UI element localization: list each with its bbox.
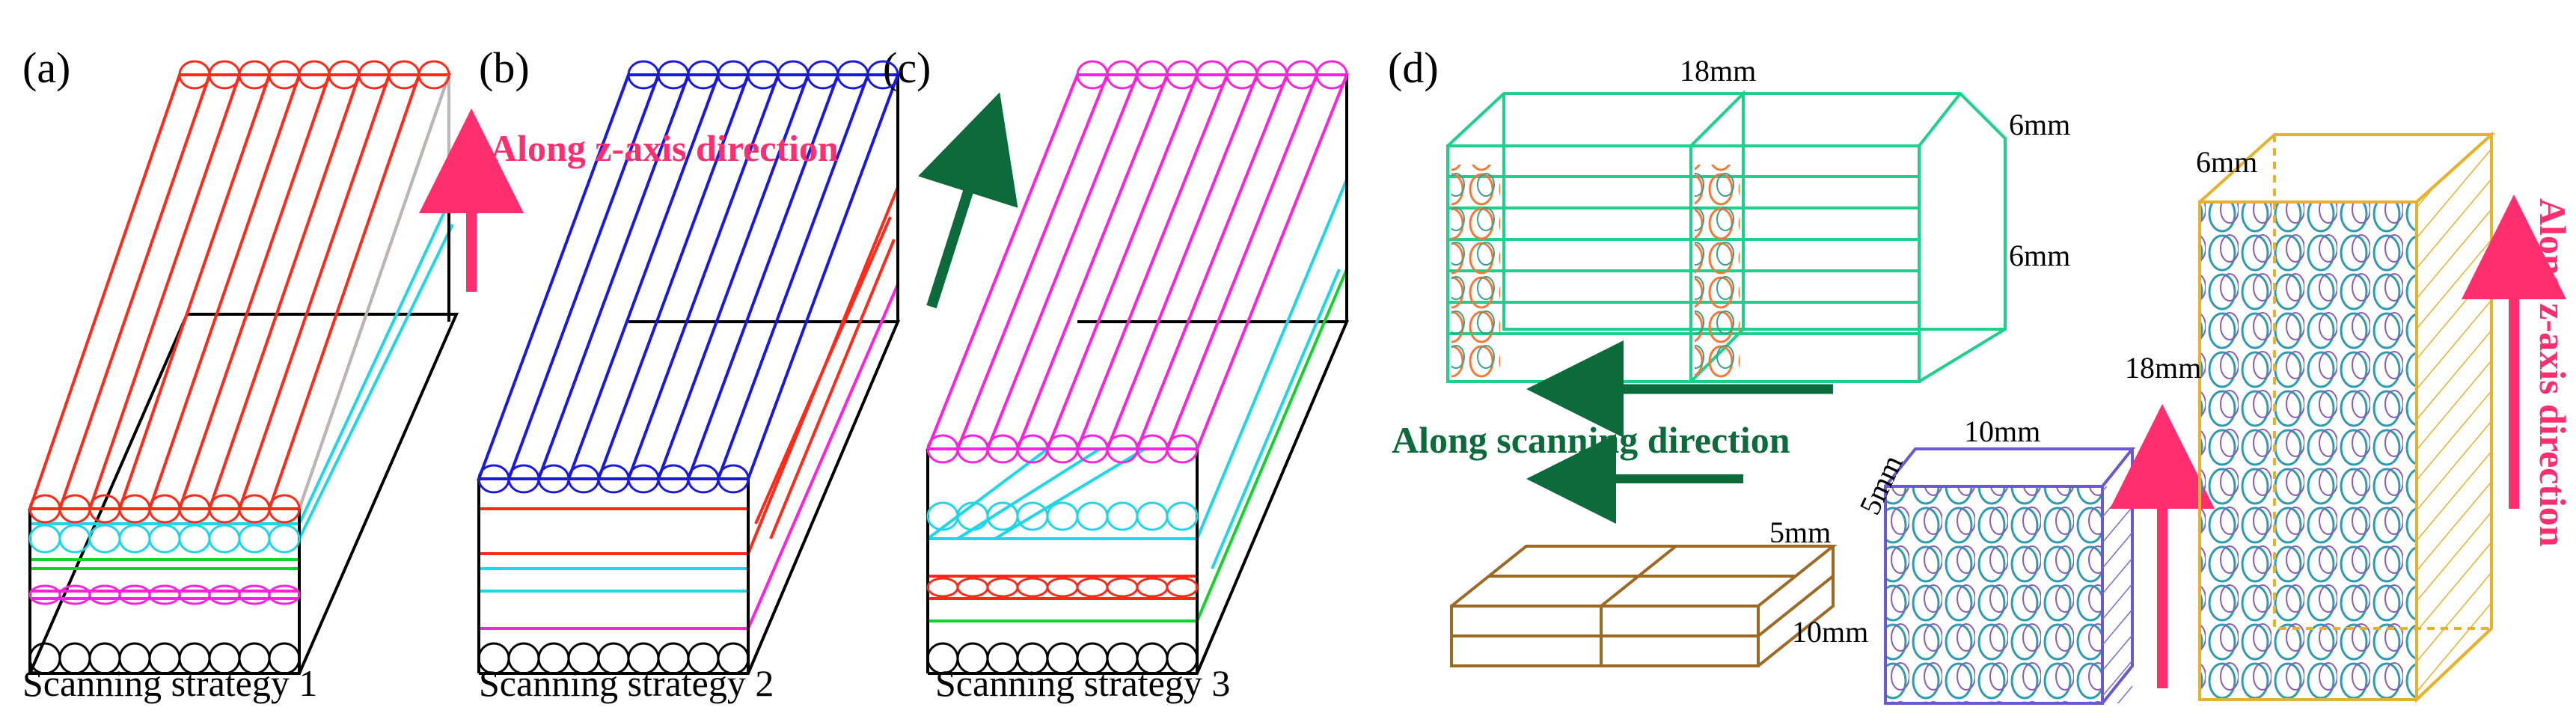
loops-b-black bbox=[477, 642, 750, 675]
loops-c-magenta-bottom bbox=[926, 434, 1199, 464]
outline-black-b bbox=[477, 75, 899, 673]
track-loop bbox=[268, 642, 301, 675]
layer-cyan bbox=[30, 201, 454, 539]
track-loop bbox=[1315, 60, 1348, 90]
track-loop bbox=[268, 524, 301, 554]
top-face-red bbox=[28, 73, 451, 510]
panel-a: (a) bbox=[22, 43, 459, 704]
layer-magenta bbox=[30, 590, 299, 600]
track-loop bbox=[1136, 501, 1169, 531]
track-loop bbox=[1016, 577, 1049, 598]
panel-c: (c) bbox=[883, 43, 1350, 704]
track-loop bbox=[268, 494, 301, 524]
track-loop bbox=[208, 524, 241, 554]
panel-a-label: (a) bbox=[22, 43, 70, 92]
scanning-direction-annotation: Along scanning direction bbox=[1392, 419, 1790, 461]
loops-a-cyan bbox=[28, 524, 301, 554]
track-loop bbox=[1166, 642, 1199, 675]
top-face-blue bbox=[477, 73, 900, 480]
track-loop bbox=[717, 642, 750, 675]
base-layer-black bbox=[27, 313, 459, 675]
track-loop bbox=[1106, 577, 1139, 598]
track-loop bbox=[178, 584, 211, 605]
track-loop bbox=[717, 464, 750, 494]
dim-top-depth: 6mm bbox=[2009, 108, 2070, 141]
z-axis-annotation: Along z-axis direction bbox=[490, 127, 839, 169]
panel-c-label: (c) bbox=[883, 43, 931, 92]
track-loop bbox=[417, 60, 450, 90]
dim-cube-top: 10mm bbox=[1964, 414, 2040, 448]
track-loop bbox=[268, 584, 301, 605]
track-loop bbox=[1166, 501, 1199, 531]
loops-a-red-bottom bbox=[28, 494, 301, 524]
track-loop bbox=[926, 577, 959, 598]
layer-red-b bbox=[479, 186, 899, 555]
strategy-1-block bbox=[27, 73, 459, 675]
track-loop bbox=[1046, 577, 1079, 598]
layer-green bbox=[30, 558, 299, 570]
track-loop bbox=[58, 524, 91, 554]
outline-black-c bbox=[926, 75, 1348, 673]
dim-top-length: 18mm bbox=[1680, 54, 1756, 88]
track-loop bbox=[118, 524, 151, 554]
side-face-gray bbox=[298, 74, 450, 510]
track-loop bbox=[148, 524, 181, 554]
sample-cube-10mm bbox=[1884, 447, 2136, 705]
panel-a-caption: Scanning strategy 1 bbox=[22, 662, 317, 704]
loops-b-blue-bottom bbox=[477, 464, 750, 494]
layer-magenta-b bbox=[479, 284, 899, 630]
panel-b-caption: Scanning strategy 2 bbox=[479, 662, 774, 704]
track-loop bbox=[1106, 501, 1139, 531]
scan-arrow-diagonal bbox=[918, 92, 1018, 309]
strategy-3-block bbox=[926, 73, 1350, 675]
loops-c-black bbox=[926, 642, 1199, 675]
loops-c-red bbox=[926, 577, 1199, 598]
top-face-magenta bbox=[926, 73, 1349, 450]
layer-cyan-b bbox=[479, 567, 748, 593]
track-loop bbox=[1136, 577, 1169, 598]
track-loop bbox=[28, 584, 61, 605]
track-loop bbox=[208, 584, 241, 605]
sample-box-18mm bbox=[1446, 90, 2007, 383]
track-loop bbox=[866, 60, 899, 90]
loops-a-magenta bbox=[28, 584, 301, 605]
track-loop bbox=[178, 524, 211, 554]
z-axis-vertical-annotation: Along z-axis direction bbox=[2532, 198, 2574, 547]
dim-flat-height: 5mm bbox=[1769, 516, 1831, 549]
track-loop bbox=[1076, 501, 1109, 531]
base-black bbox=[479, 320, 901, 675]
track-loop bbox=[956, 577, 989, 598]
track-loop bbox=[88, 584, 121, 605]
loops-a-top bbox=[178, 60, 450, 90]
loops-c-top bbox=[1076, 60, 1348, 90]
dim-flat-length: 10mm bbox=[1792, 615, 1868, 649]
panel-d-label: (d) bbox=[1388, 43, 1439, 92]
track-loop bbox=[986, 577, 1019, 598]
track-loop bbox=[238, 524, 271, 554]
track-loop bbox=[1046, 501, 1079, 531]
track-loop bbox=[1166, 577, 1199, 598]
track-loop bbox=[1166, 434, 1199, 464]
track-loop bbox=[88, 524, 121, 554]
sample-box-flat bbox=[1450, 545, 1838, 667]
track-loop bbox=[118, 584, 151, 605]
loops-a-black bbox=[28, 642, 301, 675]
dim-tall-depth: 6mm bbox=[2196, 145, 2257, 179]
track-loop bbox=[238, 584, 271, 605]
track-loop bbox=[28, 524, 61, 554]
panel-d: (d) 18mm 6mm 6mm Along scanning directio… bbox=[1388, 43, 2574, 705]
panel-b-label: (b) bbox=[479, 43, 530, 92]
track-loop bbox=[148, 584, 181, 605]
sample-box-tall bbox=[2198, 131, 2496, 703]
dim-top-height: 6mm bbox=[2009, 239, 2070, 272]
loops-c-cyan bbox=[926, 501, 1199, 531]
layer-red-c bbox=[928, 575, 1197, 600]
loops-b-top bbox=[627, 60, 899, 90]
track-loop bbox=[1076, 577, 1109, 598]
dim-tall-height: 18mm bbox=[2125, 351, 2201, 385]
